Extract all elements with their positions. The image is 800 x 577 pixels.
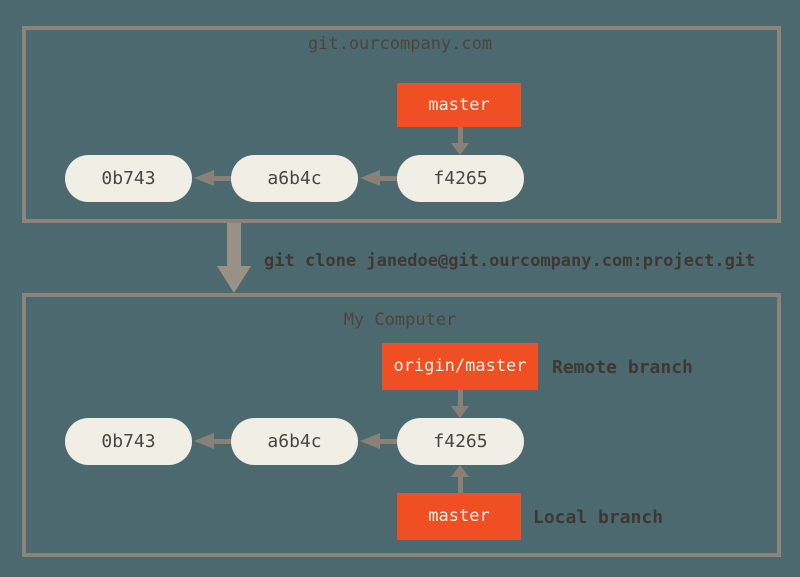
commit-parent-arrowhead-icon [360, 433, 380, 449]
local-branch-pointer-arrowhead-icon [451, 465, 469, 477]
commit-parent-arrowhead-icon [194, 170, 214, 186]
local-branch-pointer-arrow [458, 477, 463, 493]
remote-branch-annotation: Remote branch [552, 357, 693, 378]
commit-node: 0b743 [65, 418, 192, 465]
computer-box-title: My Computer [343, 310, 457, 330]
remote-branch-tag: origin/master [382, 343, 538, 390]
server-master-branch-tag: master [397, 83, 521, 127]
commit-parent-arrow [214, 176, 231, 181]
clone-flow-arrow [227, 223, 241, 266]
clone-command-label: git clone janedoe@git.ourcompany.com:pro… [264, 251, 756, 271]
commit-node: a6b4c [231, 418, 358, 465]
commit-node: f4265 [397, 418, 524, 465]
commit-node: 0b743 [65, 155, 192, 202]
server-box [22, 26, 781, 223]
server-branch-pointer-arrow [458, 127, 463, 144]
commit-parent-arrow [214, 439, 231, 444]
local-branch-annotation: Local branch [533, 507, 664, 528]
remote-branch-pointer-arrowhead-icon [451, 406, 469, 418]
commit-parent-arrowhead-icon [360, 170, 380, 186]
clone-flow-arrowhead-icon [217, 266, 251, 293]
server-box-title: git.ourcompany.com [307, 34, 493, 54]
computer-box [22, 293, 781, 557]
commit-parent-arrowhead-icon [194, 433, 214, 449]
remote-branch-pointer-arrow [458, 390, 463, 406]
local-branch-tag: master [397, 493, 521, 540]
commit-parent-arrow [380, 439, 397, 444]
commit-node: a6b4c [231, 155, 358, 202]
server-branch-pointer-arrowhead-icon [451, 143, 469, 155]
commit-node: f4265 [397, 155, 524, 202]
commit-parent-arrow [380, 176, 397, 181]
